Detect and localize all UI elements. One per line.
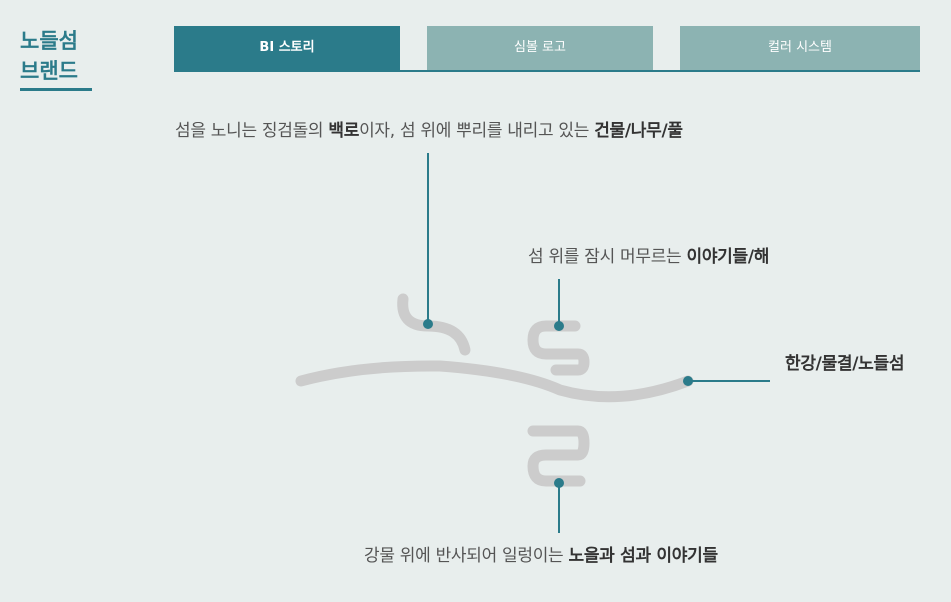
tab-bi-story[interactable]: BI 스토리 [174,26,400,70]
caption-middle-text: 섬 위를 잠시 머무르는 [528,247,687,267]
leader-dot-top [423,319,433,329]
caption-top-bold-heron: 백로 [328,121,360,141]
caption-middle: 섬 위를 잠시 머무르는 이야기들/해 [528,242,769,267]
caption-top: 섬을 노니는 징검돌의 백로이자, 섬 위에 뿌리를 내리고 있는 건물/나무/… [175,116,683,141]
leader-dot-bottom [554,478,564,488]
caption-bottom-text: 강물 위에 반사되어 일렁이는 [364,546,569,566]
caption-right: 한강/물결/노들섬 [785,349,905,374]
symbol-stroke-wave [295,360,694,403]
tab-underline [174,70,920,72]
tab-color-system[interactable]: 컬러 시스템 [680,26,920,70]
brand-title-line1: 노들섬 [20,29,78,53]
tab-bar: BI 스토리 심볼 로고 컬러 시스템 [174,26,920,72]
caption-top-text: 섬을 노니는 징검돌의 [175,121,329,141]
tab-symbol-logo[interactable]: 심볼 로고 [427,26,653,70]
brand-title-line2: 브랜드 [20,59,78,83]
caption-bottom-bold: 노을과 섬과 이야기들 [568,546,719,566]
symbol-stroke-sun [527,320,590,376]
caption-right-bold: 한강/물결/노들섬 [785,354,905,374]
symbol-stroke-reflection [527,425,590,487]
symbol-stroke-heron [397,293,471,356]
caption-middle-bold: 이야기들/해 [686,247,770,267]
caption-bottom: 강물 위에 반사되어 일렁이는 노을과 섬과 이야기들 [364,541,718,566]
brand-title: 노들섬 브랜드 [20,26,92,91]
caption-top-text-2: 이자, 섬 위에 뿌리를 내리고 있는 [359,121,595,141]
leader-dot-middle [554,321,564,331]
caption-top-bold-building: 건물/나무/풀 [594,121,683,141]
leader-dot-right [683,376,693,386]
